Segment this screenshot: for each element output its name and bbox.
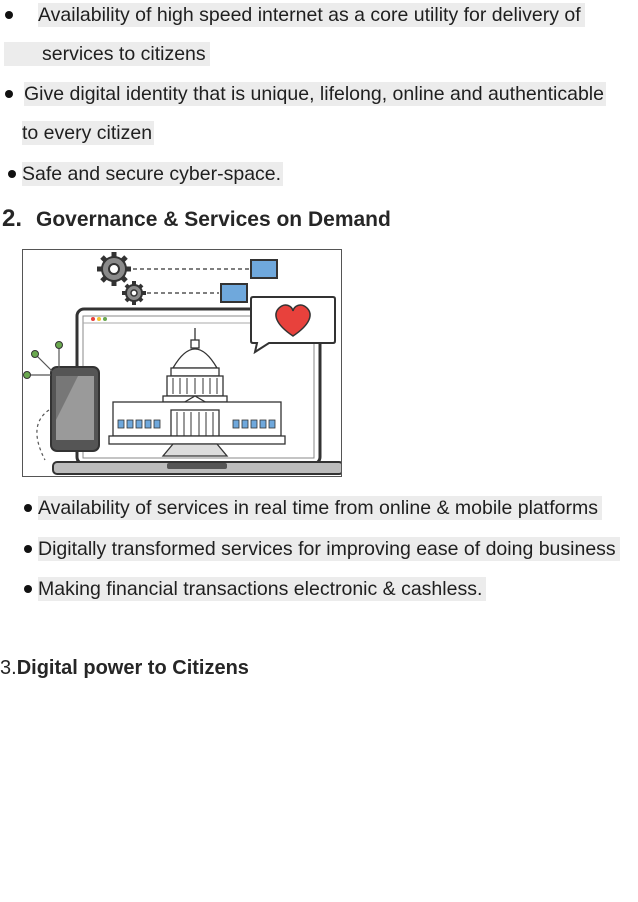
- screen-icon: [250, 259, 278, 279]
- list-item-continued: to every citizen: [22, 121, 155, 145]
- bullet-dot: [24, 504, 32, 512]
- bullet-dot: [5, 11, 13, 19]
- section-separator: .: [11, 657, 17, 679]
- list-item: Making financial transactions electronic…: [38, 577, 487, 601]
- section-heading: 2. Governance & Services on Demand: [2, 205, 391, 233]
- section-number: 2.: [2, 205, 23, 232]
- gear-icon: [97, 252, 131, 286]
- list-item-continued: services to citizens: [4, 42, 210, 66]
- list-item-text: services to citizens: [42, 43, 206, 65]
- list-item: Digitally transformed services for impro…: [38, 537, 620, 561]
- section-number: 3: [0, 657, 12, 679]
- bullet-dot: [5, 90, 13, 98]
- list-item: Give digital identity that is unique, li…: [24, 82, 606, 106]
- gear-icon: [122, 281, 146, 305]
- section-heading: 3.Digital power to Citizens: [0, 657, 249, 680]
- smartphone-icon: [50, 366, 100, 452]
- bullet-dot: [24, 585, 32, 593]
- capitol-building: [108, 328, 286, 457]
- list-item: Availability of high speed internet as a…: [38, 3, 585, 27]
- e-governance-illustration: [22, 249, 344, 477]
- bullet-dot: [8, 170, 16, 178]
- list-item: Safe and secure cyber-space.: [22, 162, 284, 186]
- heart-icon: [275, 304, 311, 337]
- section-title: Digital power to Citizens: [16, 657, 249, 679]
- capitol-laptop-illustration: [23, 252, 344, 475]
- screen-icon: [220, 283, 248, 303]
- list-item: Availability of services in real time fr…: [38, 496, 602, 520]
- section-title: Governance & Services on Demand: [36, 208, 391, 231]
- bullet-dot: [24, 545, 32, 553]
- heart-chat-bubble: [250, 296, 336, 355]
